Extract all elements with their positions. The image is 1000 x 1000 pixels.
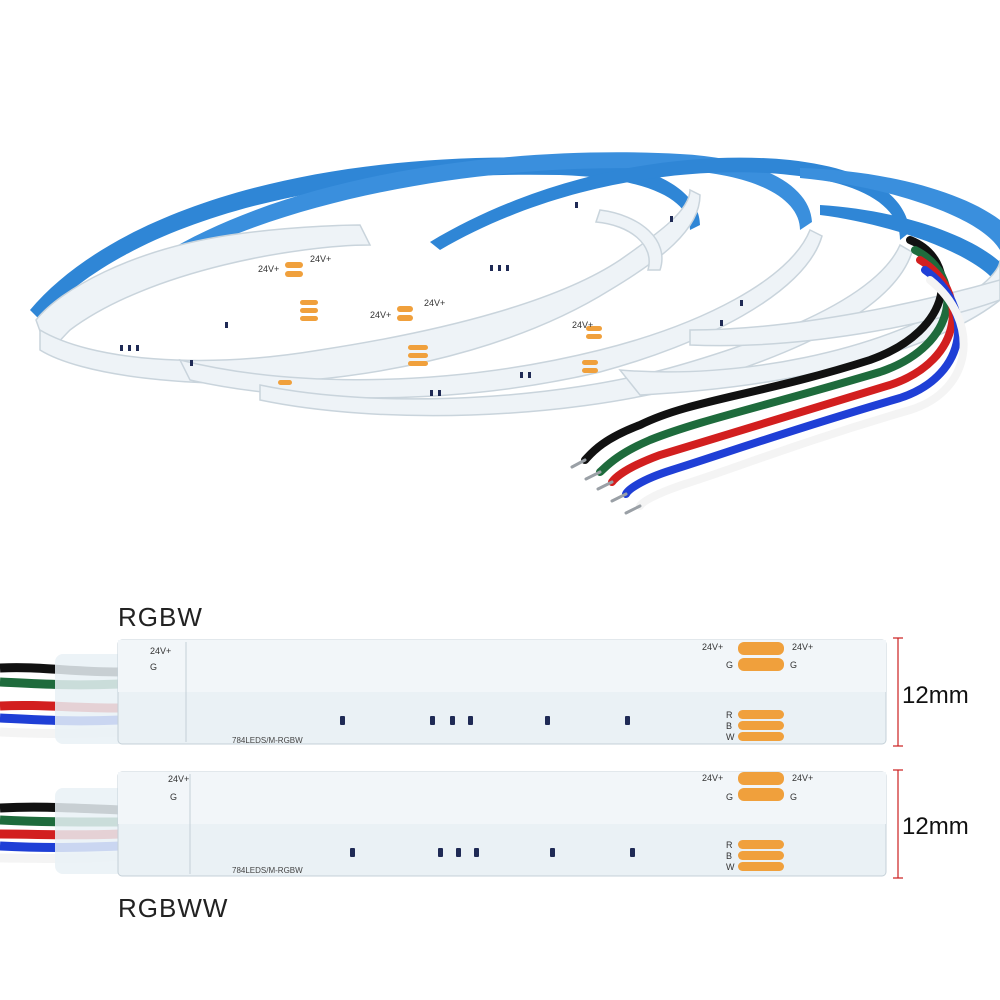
rgbww-led-chips — [350, 848, 635, 857]
rgbww-pad-g-b: G — [790, 792, 798, 802]
rgbww-strip-print: 784LEDS/M-RGBW — [232, 866, 303, 875]
rgbww-pad-24v-a: 24V+ — [702, 773, 724, 783]
coiled-led-strip-photo: 24V+ 24V+ 24V+ 24V+ 24V+ — [30, 152, 1000, 515]
rgbw-pad-24v-b: 24V+ — [792, 642, 814, 652]
flat-strips-photo — [0, 637, 903, 879]
rgbw-pad-w: W — [726, 732, 735, 742]
rgbww-pads — [738, 772, 784, 871]
svg-text:24V+: 24V+ — [370, 310, 391, 320]
rgbww-end-cap — [55, 788, 125, 874]
rgbw-pad-g-b: G — [790, 660, 798, 670]
rgbww-pad-g-a: G — [726, 792, 734, 802]
rgbw-strip — [0, 637, 903, 747]
svg-text:24V+: 24V+ — [572, 320, 593, 330]
rgbw-pads — [738, 642, 784, 741]
rgbww-pad-w: W — [726, 862, 735, 872]
rgbww-pad-b: B — [726, 851, 733, 861]
wire-tinned-ends — [570, 458, 642, 515]
rgbww-strip — [0, 769, 903, 879]
coil-text-24v-right: 24V+ — [310, 254, 331, 264]
rgbww-pad-g-left: G — [170, 792, 178, 802]
coil-led-chips — [120, 202, 743, 396]
rgbw-width-dimension — [893, 637, 903, 747]
rgbww-pad-24v-left: 24V+ — [168, 774, 190, 784]
rgbw-pad-24v-a: 24V+ — [702, 642, 724, 652]
rgbw-label: RGBW — [118, 602, 203, 632]
svg-text:24V+: 24V+ — [424, 298, 445, 308]
coil-text-24v-left: 24V+ — [258, 264, 279, 274]
rgbww-pad-24v-b: 24V+ — [792, 773, 814, 783]
coil-silicone-bodies — [35, 188, 1000, 417]
rgbw-led-chips — [340, 716, 630, 725]
rgbw-pad-r: R — [726, 710, 733, 720]
coil-solder-pads — [278, 262, 602, 385]
coil-pad-text: 24V+ 24V+ 24V+ 24V+ 24V+ — [258, 254, 593, 330]
rgbw-pad-g-a: G — [726, 660, 734, 670]
wire-bundle — [581, 236, 968, 510]
coil-back-layers — [30, 152, 1000, 320]
rgbw-pad-b: B — [726, 721, 733, 731]
rgbw-pad-g-left: G — [150, 662, 158, 672]
rgbw-end-cap — [55, 654, 125, 744]
rgbw-strip-print: 784LEDS/M-RGBW — [232, 736, 303, 745]
rgbw-pad-24v-left: 24V+ — [150, 646, 172, 656]
rgbww-width-dimension — [893, 769, 903, 879]
rgbww-pad-r: R — [726, 840, 733, 850]
rgbww-label: RGBWW — [118, 893, 229, 923]
rgbw-width-label: 12mm — [902, 682, 969, 709]
rgbww-width-label: 12mm — [902, 813, 969, 840]
